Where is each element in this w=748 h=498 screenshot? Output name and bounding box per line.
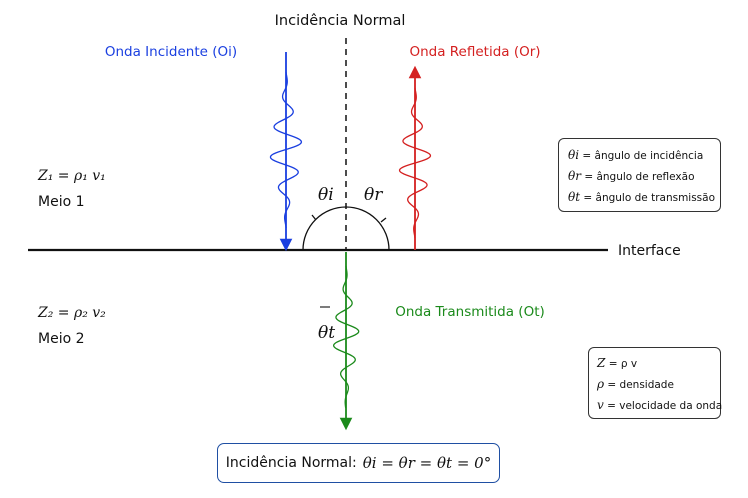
interface-label: Interface	[618, 243, 681, 259]
medium2-name: Meio 2	[38, 331, 85, 347]
legend-var-row: v = velocidade da onda	[597, 395, 723, 416]
diagram-title: Incidência Normal	[275, 13, 406, 29]
theta-i-label: θi	[318, 185, 334, 205]
legend-symbol: v	[597, 398, 604, 412]
reflected-wave	[398, 87, 432, 239]
legend-symbol: ρ	[597, 377, 605, 391]
legend-text: = densidade	[607, 379, 674, 391]
angle-legend-box: θi = ângulo de incidência θr = ângulo de…	[558, 138, 721, 212]
reflection-angle-tick	[380, 217, 387, 223]
normal-incidence-summary-box: Incidência Normal: θi = θr = θt = 0°	[217, 443, 500, 483]
legend-symbol: Z	[597, 356, 606, 370]
transmitted-wave-label: Onda Transmitida (Ot)	[395, 304, 545, 320]
reflection-angle-arc	[345, 206, 390, 251]
legend-angle-row: θi = ângulo de incidência	[568, 145, 720, 166]
legend-text: = ρ v	[608, 358, 638, 370]
legend-text: = ângulo de incidência	[582, 150, 704, 162]
theta-t-label: θt	[318, 323, 335, 343]
legend-angle-row: θt = ângulo de transmissão	[568, 187, 720, 208]
legend-text: = velocidade da onda	[607, 400, 723, 412]
incidence-angle-tick	[311, 214, 317, 221]
transmitted-wave	[333, 265, 360, 409]
legend-var-row: ρ = densidade	[597, 374, 720, 395]
legend-symbol: θr	[568, 169, 581, 183]
legend-symbol: θt	[568, 190, 581, 204]
incident-wave	[269, 71, 303, 229]
theta-r-label: θr	[364, 185, 383, 205]
legend-symbol: θi	[568, 148, 580, 162]
reflected-wave-label: Onda Refletida (Or)	[409, 44, 540, 60]
legend-var-row: Z = ρ v	[597, 353, 720, 374]
legend-text: = ângulo de reflexão	[584, 171, 695, 183]
summary-equation: θi = θr = θt = 0°	[362, 454, 492, 472]
incidence-angle-arc	[302, 206, 347, 251]
variable-legend-box: Z = ρ v ρ = densidade v = velocidade da …	[588, 347, 723, 419]
medium2-impedance: Z₂ = ρ₂ v₂	[37, 305, 106, 321]
medium1-name: Meio 1	[38, 194, 85, 210]
incident-wave-label: Onda Incidente (Oi)	[105, 44, 237, 60]
summary-label: Incidência Normal:	[225, 455, 357, 471]
legend-angle-row: θr = ângulo de reflexão	[568, 166, 720, 187]
medium1-impedance: Z₁ = ρ₁ v₁	[37, 168, 106, 184]
legend-text: = ângulo de transmissão	[583, 192, 716, 204]
